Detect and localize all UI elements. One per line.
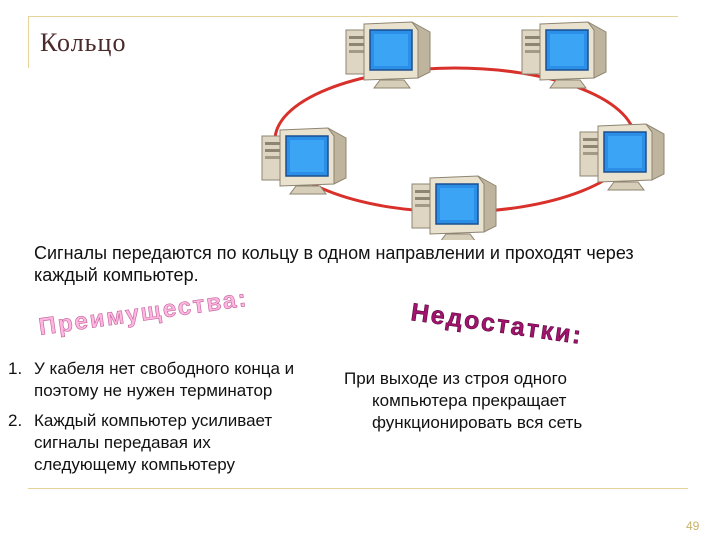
list-item-text: Каждый компьютер усиливает сигналы перед… — [34, 411, 273, 474]
computer-bottom — [411, 175, 497, 240]
computer-left — [261, 127, 347, 195]
frame-bottom-line — [28, 488, 688, 489]
list-item-number: 1. — [8, 359, 23, 378]
disadvantage-line-1: При выходе из строя одного — [344, 369, 567, 388]
list-item-number: 2. — [8, 411, 23, 430]
page-number: 49 — [686, 519, 700, 533]
computer-top-right — [521, 21, 607, 89]
disadvantages-text: При выходе из строя одного компьютера пр… — [344, 368, 644, 434]
advantages-list: 1. У кабеля нет свободного конца и поэто… — [8, 358, 298, 484]
disadvantage-line-rest: компьютера прекращает функционировать вс… — [372, 391, 583, 432]
list-item-text: У кабеля нет свободного конца и поэтому … — [34, 359, 295, 400]
list-item: 1. У кабеля нет свободного конца и поэто… — [8, 358, 298, 402]
frame-left-line — [28, 16, 29, 68]
advantages-heading: Преимущества: — [37, 293, 250, 341]
svg-text:Преимущества:: Преимущества: — [37, 293, 250, 341]
slide-title: Кольцо — [40, 28, 127, 57]
frame-top-line — [28, 16, 678, 17]
svg-text:Недостатки:: Недостатки: — [409, 298, 584, 350]
list-item: 2. Каждый компьютер усиливает сигналы пе… — [8, 410, 298, 476]
computer-right — [579, 123, 665, 191]
ring-network-diagram — [261, 21, 665, 240]
disadvantages-heading: Недостатки: — [409, 298, 585, 350]
ring-description: Сигналы передаются по кольцу в одном нап… — [34, 243, 634, 285]
